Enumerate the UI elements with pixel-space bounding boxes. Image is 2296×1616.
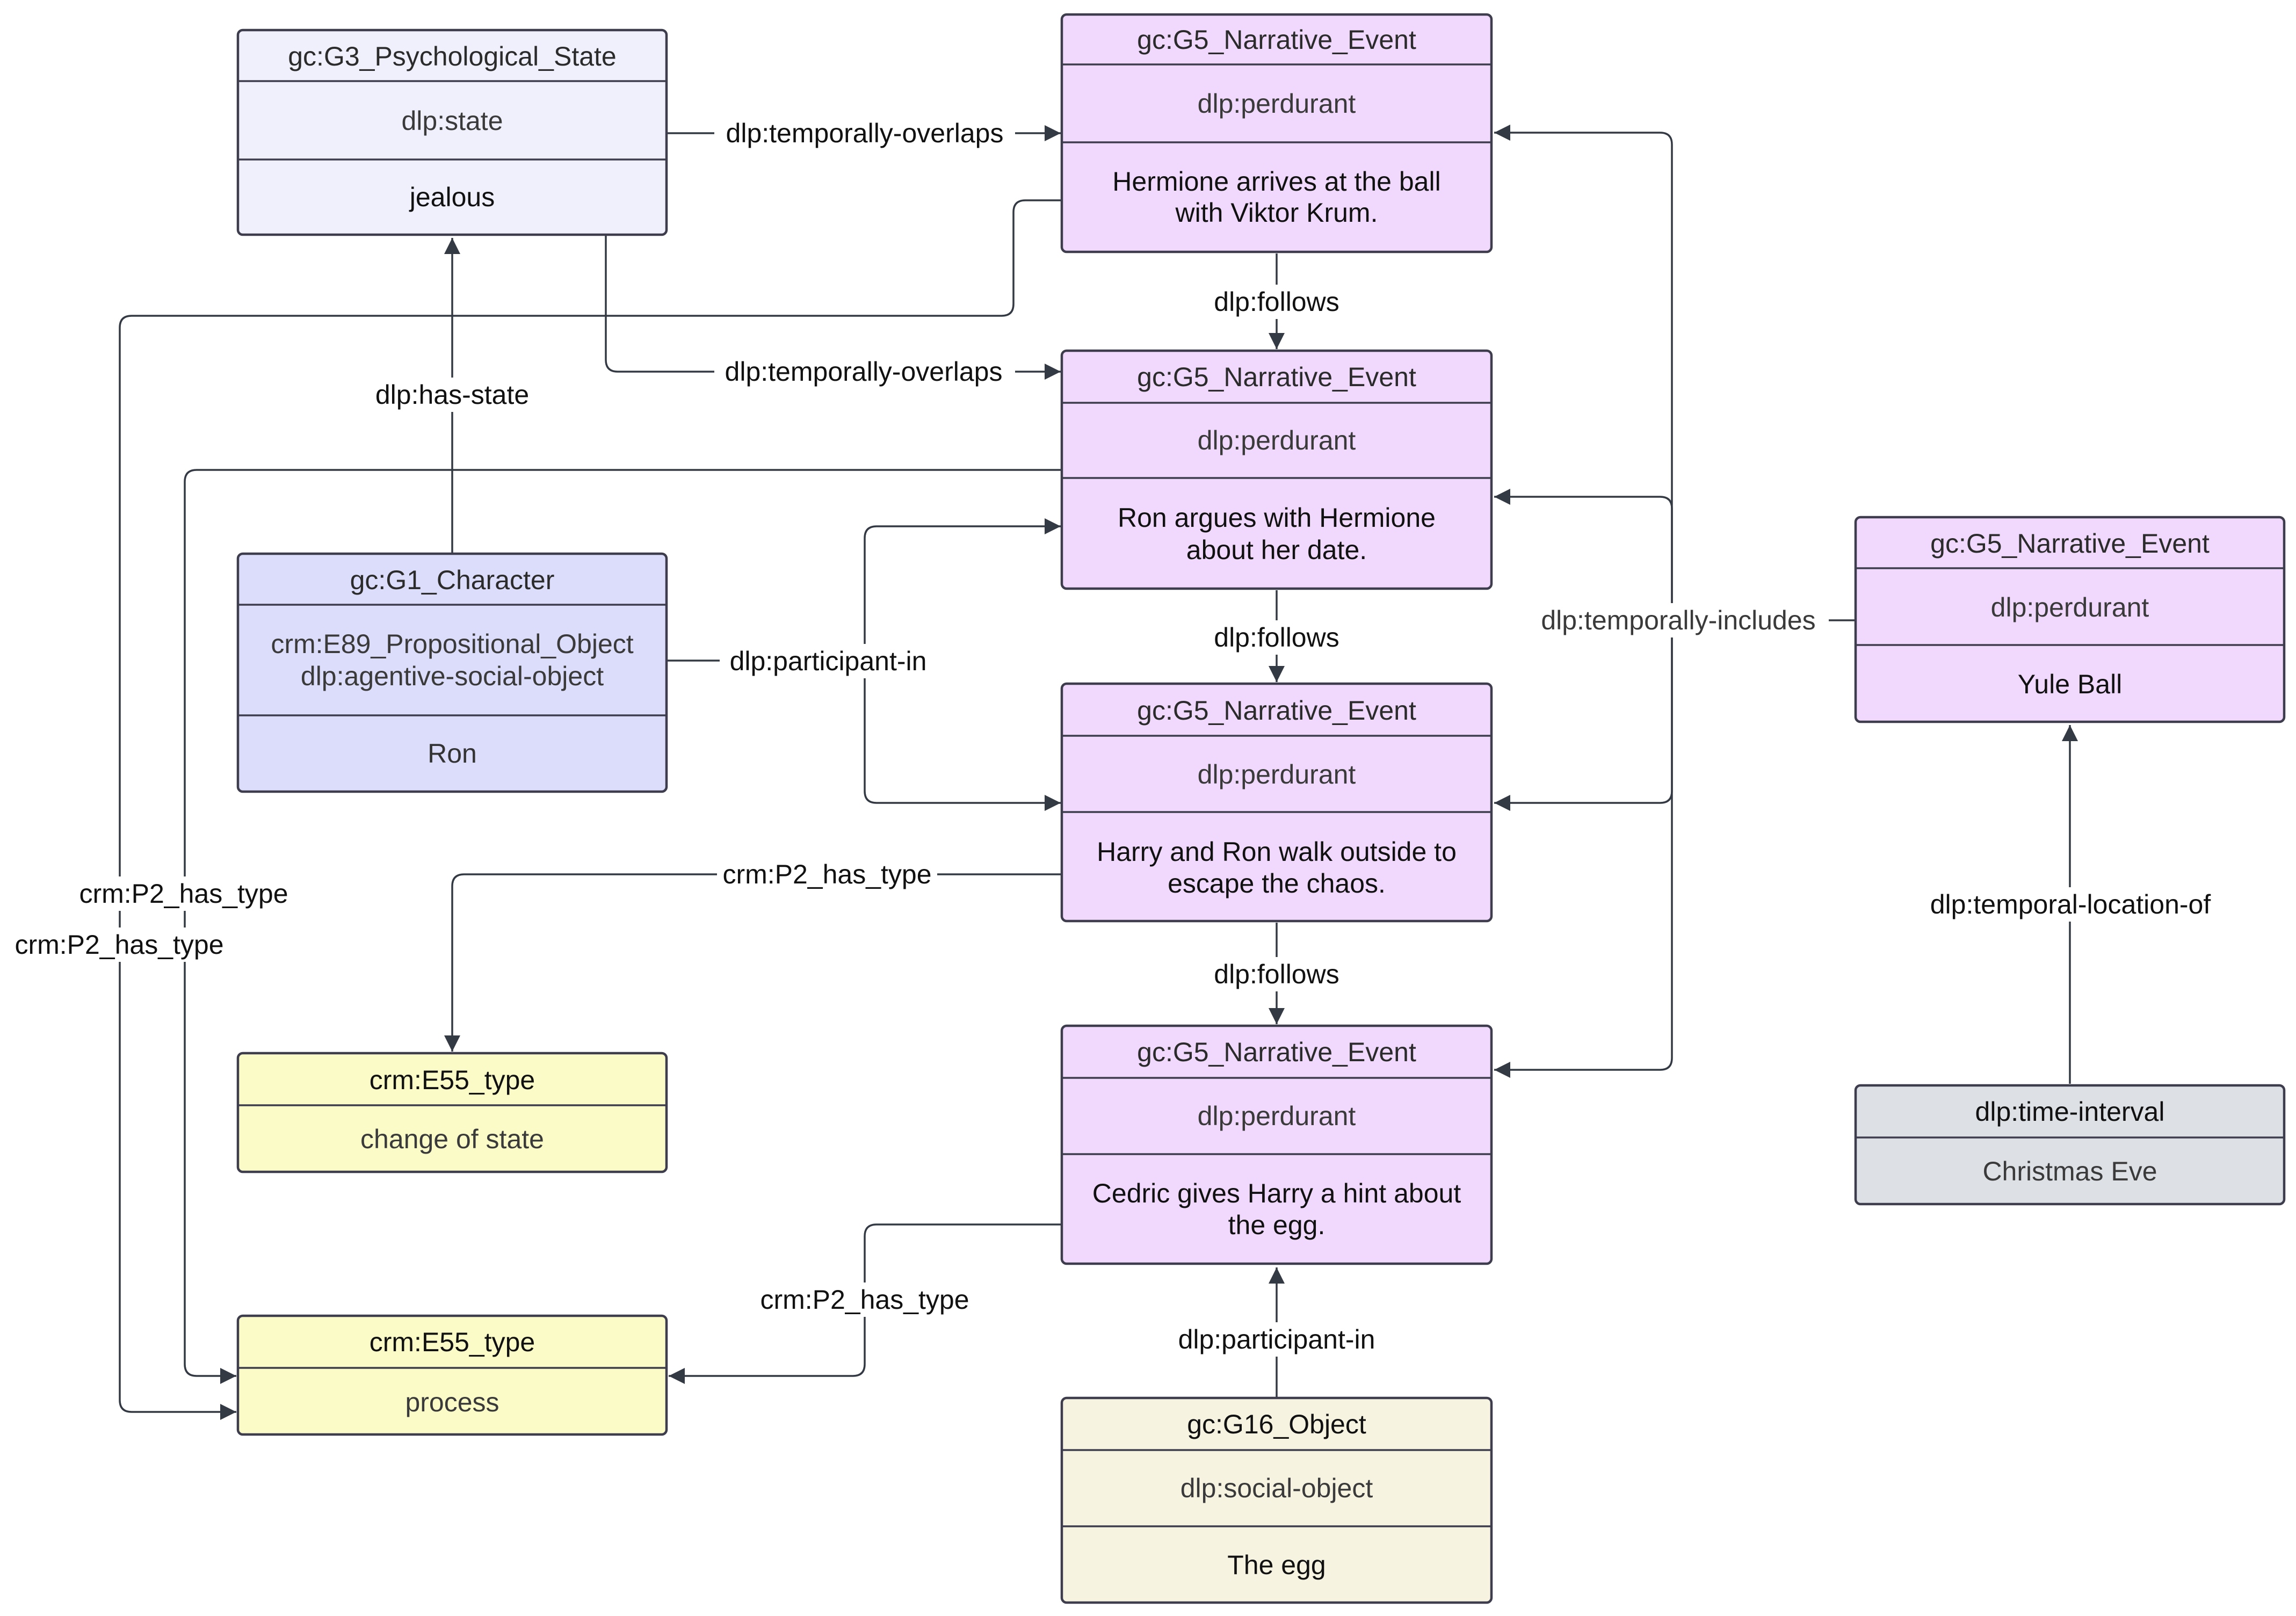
node-label: change of state bbox=[360, 1124, 544, 1154]
node-title: gc:G5_Narrative_Event bbox=[1137, 1037, 1416, 1067]
node-label-line1: Cedric gives Harry a hint about bbox=[1092, 1178, 1461, 1208]
node-title: dlp:time-interval bbox=[1975, 1097, 2165, 1127]
node-label-line2: with Viktor Krum. bbox=[1175, 198, 1378, 228]
edge-label-text: dlp:participant-in bbox=[730, 646, 927, 676]
edge-label-text: dlp:follows bbox=[1214, 959, 1339, 989]
edge-line-includes-argues bbox=[1494, 489, 1673, 620]
node-label-line1: Harry and Ron walk outside to bbox=[1097, 837, 1457, 867]
node-title: gc:G5_Narrative_Event bbox=[1137, 362, 1416, 392]
node-box bbox=[236, 552, 668, 793]
edge-labels: dlp:temporally-overlaps dlp:temporally-o… bbox=[9, 116, 2229, 1357]
node-label: process bbox=[405, 1387, 499, 1417]
node-label-line1: Hermione arrives at the ball bbox=[1112, 166, 1440, 197]
node-stereotype: dlp:perdurant bbox=[1198, 1101, 1356, 1131]
edge-label-follows-2: dlp:follows bbox=[1200, 620, 1353, 655]
edge-label-temporal-location: dlp:temporal-location-of bbox=[1912, 887, 2229, 922]
edge-label-temporally-includes: dlp:temporally-includes bbox=[1528, 603, 1829, 637]
edge-label-text: dlp:follows bbox=[1214, 622, 1339, 653]
node-label-line1: Ron argues with Hermione bbox=[1118, 503, 1436, 533]
edge-line-has-type-walk bbox=[444, 873, 1061, 1052]
edge-label-text: crm:P2_has_type bbox=[722, 859, 931, 889]
edge-label-overlaps-1: dlp:temporally-overlaps bbox=[714, 116, 1015, 150]
edge-label-text: dlp:temporally-overlaps bbox=[725, 357, 1003, 387]
edge-label-text: crm:P2_has_type bbox=[79, 879, 288, 909]
node-box bbox=[1060, 13, 1493, 253]
node-stereotype: dlp:perdurant bbox=[1198, 89, 1356, 119]
node-label-line2: about her date. bbox=[1186, 535, 1367, 565]
edge-line-includes-hint bbox=[1494, 620, 1673, 1078]
edge-label-has-type-walk: crm:P2_has_type bbox=[717, 857, 937, 892]
edge-line-includes-arrives bbox=[1494, 125, 1673, 620]
node-label: Ron bbox=[428, 738, 477, 769]
edge-label-participant-egg: dlp:participant-in bbox=[1167, 1322, 1387, 1357]
node-box bbox=[1060, 682, 1493, 923]
edge-label-follows-1: dlp:follows bbox=[1200, 285, 1353, 319]
node-label: Christmas Eve bbox=[1982, 1156, 2157, 1186]
node-title: gc:G5_Narrative_Event bbox=[1930, 528, 2210, 559]
edge-label-text: crm:P2_has_type bbox=[760, 1285, 969, 1315]
edge-label-text: dlp:has-state bbox=[375, 380, 529, 410]
node-label-line2: escape the chaos. bbox=[1168, 868, 1386, 898]
node-title: gc:G3_Psychological_State bbox=[288, 41, 616, 71]
edge-line-participant-ron-down bbox=[864, 661, 1061, 811]
node-label: The egg bbox=[1227, 1550, 1326, 1580]
node-stereotype-line2: dlp:agentive-social-object bbox=[301, 661, 604, 691]
edge-label-text: dlp:temporally-includes bbox=[1541, 605, 1815, 635]
node-box bbox=[236, 1314, 668, 1436]
node-stereotype: dlp:perdurant bbox=[1198, 425, 1356, 455]
edge-label-text: crm:P2_has_type bbox=[15, 930, 223, 960]
node-stereotype: dlp:perdurant bbox=[1991, 592, 2149, 622]
node-psychological-state[interactable]: gc:G3_Psychological_State dlp:state jeal… bbox=[236, 28, 668, 236]
edge-label-has-type-argues: crm:P2_has_type bbox=[74, 876, 294, 911]
node-stereotype: dlp:state bbox=[401, 106, 503, 136]
node-box bbox=[236, 1052, 668, 1173]
node-time-interval[interactable]: dlp:time-interval Christmas Eve bbox=[1854, 1084, 2286, 1206]
node-type-process[interactable]: crm:E55_type process bbox=[236, 1314, 668, 1436]
node-box bbox=[1060, 349, 1493, 590]
node-stereotype: dlp:social-object bbox=[1180, 1473, 1373, 1503]
node-title: gc:G1_Character bbox=[350, 565, 555, 595]
edge-label-text: dlp:temporally-overlaps bbox=[726, 118, 1004, 148]
node-title: crm:E55_type bbox=[370, 1327, 535, 1357]
node-title: gc:G16_Object bbox=[1187, 1409, 1366, 1439]
node-label: Yule Ball bbox=[2018, 669, 2123, 699]
node-character-ron[interactable]: gc:G1_Character crm:E89_Propositional_Ob… bbox=[236, 552, 668, 793]
node-event-cedric-hint[interactable]: gc:G5_Narrative_Event dlp:perdurant Cedr… bbox=[1060, 1024, 1493, 1265]
node-event-walk-outside[interactable]: gc:G5_Narrative_Event dlp:perdurant Harr… bbox=[1060, 682, 1493, 923]
edge-label-has-type-arrives: crm:P2_has_type bbox=[9, 927, 229, 962]
node-box bbox=[1854, 1084, 2286, 1206]
edge-line-has-type-argues bbox=[184, 469, 1061, 1384]
edge-label-has-type-hint: crm:P2_has_type bbox=[755, 1282, 975, 1317]
node-stereotype: dlp:perdurant bbox=[1198, 759, 1356, 789]
node-title: crm:E55_type bbox=[370, 1065, 535, 1095]
edge-label-text: dlp:temporal-location-of bbox=[1930, 889, 2211, 919]
node-object-egg[interactable]: gc:G16_Object dlp:social-object The egg bbox=[1060, 1396, 1493, 1604]
node-title: gc:G5_Narrative_Event bbox=[1137, 25, 1416, 55]
edge-label-follows-3: dlp:follows bbox=[1200, 957, 1353, 991]
node-event-yule-ball[interactable]: gc:G5_Narrative_Event dlp:perdurant Yule… bbox=[1854, 516, 2286, 723]
edge-line-overlaps-2 bbox=[605, 235, 1061, 380]
edge-label-text: dlp:participant-in bbox=[1178, 1324, 1375, 1354]
node-box bbox=[1060, 1024, 1493, 1265]
node-label-line2: the egg. bbox=[1228, 1210, 1326, 1240]
edge-label-has-state: dlp:has-state bbox=[365, 378, 539, 412]
edge-line-has-type-arrives bbox=[119, 199, 1061, 1420]
node-event-ron-argues[interactable]: gc:G5_Narrative_Event dlp:perdurant Ron … bbox=[1060, 349, 1493, 590]
node-stereotype-line1: crm:E89_Propositional_Object bbox=[271, 629, 633, 659]
node-label: jealous bbox=[409, 182, 495, 212]
node-type-change-of-state[interactable]: crm:E55_type change of state bbox=[236, 1052, 668, 1173]
edge-label-participant-ron: dlp:participant-in bbox=[720, 644, 935, 678]
edge-line-participant-ron-up bbox=[864, 518, 1061, 661]
edge-label-text: dlp:follows bbox=[1214, 287, 1339, 317]
node-event-hermione-arrives[interactable]: gc:G5_Narrative_Event dlp:perdurant Herm… bbox=[1060, 13, 1493, 253]
node-title: gc:G5_Narrative_Event bbox=[1137, 695, 1416, 726]
edge-label-overlaps-2: dlp:temporally-overlaps bbox=[714, 354, 1015, 389]
edge-line-includes-walk bbox=[1494, 620, 1673, 811]
